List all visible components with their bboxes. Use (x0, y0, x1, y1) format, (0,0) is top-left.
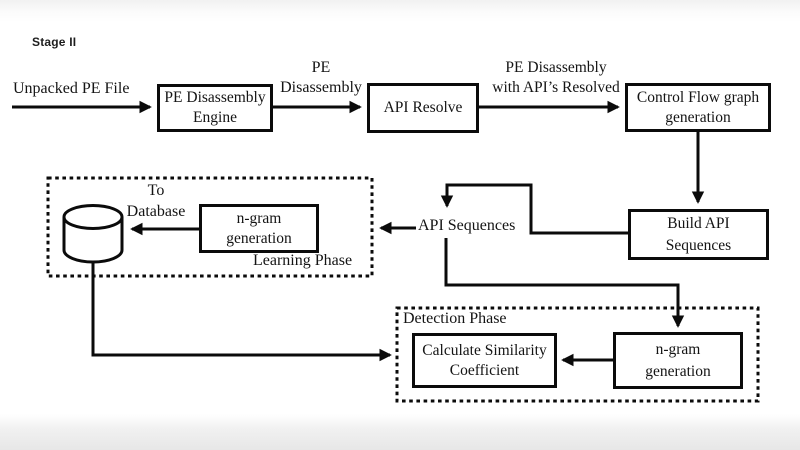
page-top-shading (0, 0, 800, 22)
node-pe-disassembly-engine-line2: Engine (193, 109, 237, 126)
edge-label-pe-disassembly-line2: Disassembly (280, 79, 362, 96)
node-pe-disassembly-engine: PE Disassembly Engine (157, 84, 273, 132)
node-ngram-detection-line2: generation (645, 362, 711, 380)
node-ngram-detection-line1: n-gram (655, 340, 701, 358)
edge-label-to-database-line2: Database (126, 203, 186, 220)
edge-label-to-database-line1: To (147, 182, 165, 199)
node-build-api-sequences: Build API Sequences (628, 209, 769, 260)
arrow-api-sequences-to-detection-ngram (444, 238, 685, 328)
arrow-build-api-to-api-sequences (440, 183, 628, 235)
node-control-flow-graph: Control Flow graph generation (625, 83, 771, 132)
learning-phase-caption: Learning Phase (253, 252, 353, 269)
detection-phase-caption: Detection Phase (403, 310, 507, 327)
edge-label-pe-disassembly: PE Disassembly (266, 58, 376, 98)
learning-phase-frame (46, 176, 374, 278)
database-cylinder-icon (62, 204, 124, 264)
edge-label-api-sequences: API Sequences (418, 217, 516, 234)
node-control-flow-graph-line2: generation (665, 108, 731, 126)
node-control-flow-graph-line1: Control Flow graph (636, 88, 760, 106)
edge-label-pe-disassembly-line1: PE (311, 59, 331, 76)
node-calculate-similarity: Calculate Similarity Coefficient (412, 333, 557, 388)
detection-phase-frame (395, 306, 760, 403)
node-ngram-generation-learning: n-gram generation (199, 204, 319, 253)
edge-label-resolved-line2: with API’s Resolved (492, 79, 620, 96)
node-ngram-generation-detection: n-gram generation (613, 332, 743, 389)
edge-label-to-database: To Database (122, 180, 190, 222)
node-api-resolve-line1: API Resolve (383, 99, 463, 116)
node-ngram-learning-line1: n-gram (236, 209, 282, 227)
node-pe-disassembly-engine-line1: PE Disassembly (164, 89, 266, 106)
node-ngram-learning-line2: generation (226, 229, 292, 247)
edge-label-pe-disassembly-resolved: PE Disassembly with API’s Resolved (480, 58, 632, 98)
arrow-database-to-detection-phase (91, 257, 392, 362)
page-bottom-shading (0, 414, 800, 450)
stage-label: Stage II (32, 35, 77, 49)
node-api-resolve: API Resolve (367, 83, 479, 133)
node-build-api-sequences-line1: Build API (667, 214, 730, 232)
node-calculate-similarity-line2: Coefficient (449, 361, 520, 379)
edge-label-unpacked-pe-file: Unpacked PE File (13, 80, 130, 97)
edge-label-resolved-line1: PE Disassembly (505, 59, 607, 76)
node-calculate-similarity-line1: Calculate Similarity (422, 341, 547, 359)
node-build-api-sequences-line2: Sequences (665, 236, 732, 254)
